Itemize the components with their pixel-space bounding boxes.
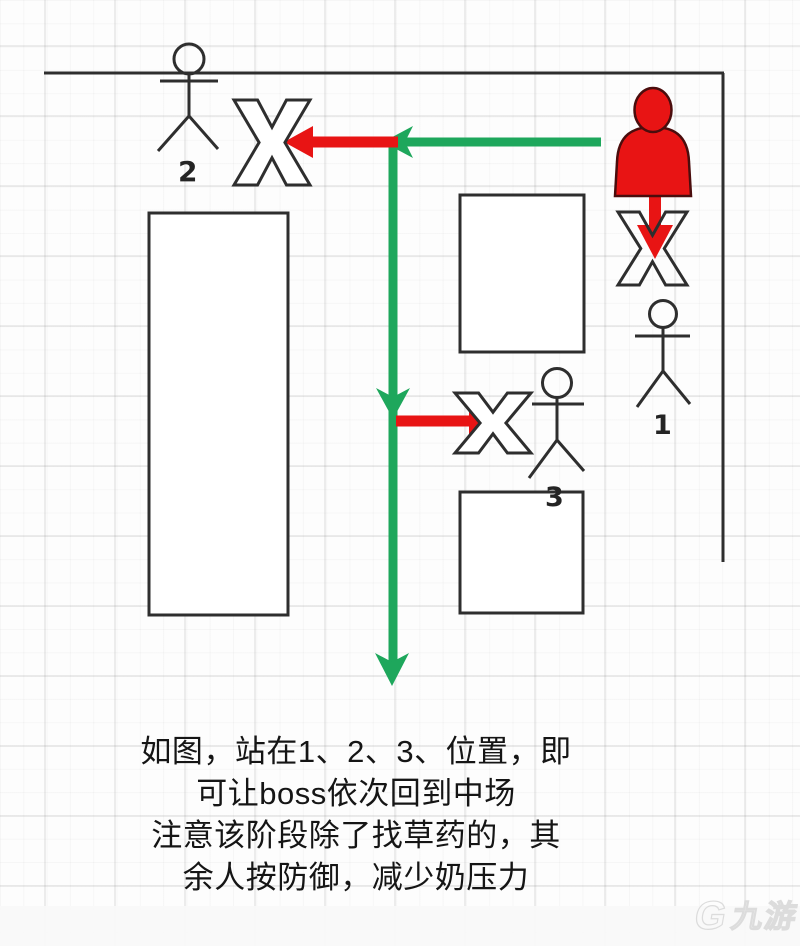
boss-icon <box>613 86 693 198</box>
green-arrowhead-mid-down <box>376 388 410 419</box>
x-marker-3 <box>455 393 531 453</box>
x-marker-2 <box>234 100 310 185</box>
caption-line-3: 注意该阶段除了找草药的，其 <box>151 818 561 853</box>
x-marker-boss <box>618 212 687 285</box>
caption-line-2: 可让boss依次回到中场 <box>196 776 516 811</box>
obstacle-rect-top <box>458 193 586 354</box>
position-label-2: 2 <box>178 155 198 188</box>
green-arrowhead-bottom-down <box>375 653 409 686</box>
obstacle-rect-bottom <box>458 490 585 615</box>
boss-path-green-arrow <box>375 126 601 686</box>
red-arrow-to-x2 <box>284 126 398 158</box>
footer-band <box>0 906 800 946</box>
player-figure-1 <box>635 299 692 408</box>
jiuyou-logo-icon: G <box>690 893 730 938</box>
caption-text: 如图，站在1、2、3、位置，即 可让boss依次回到中场 注意该阶段除了找草药的… <box>0 731 712 899</box>
caption-line-4: 余人按防御，减少奶压力 <box>182 860 530 895</box>
player-figure-2 <box>156 42 220 152</box>
position-label-3: 3 <box>545 482 564 513</box>
position-label-1: 1 <box>653 410 672 441</box>
player-figure-3 <box>527 367 586 479</box>
jiuyou-watermark: G 九游 <box>690 893 800 938</box>
caption-line-1: 如图，站在1、2、3、位置，即 <box>140 734 572 769</box>
obstacle-rect-left <box>147 211 290 617</box>
red-arrow-boss-drop <box>637 193 673 259</box>
jiuyou-watermark-text: 九游 <box>728 898 800 934</box>
